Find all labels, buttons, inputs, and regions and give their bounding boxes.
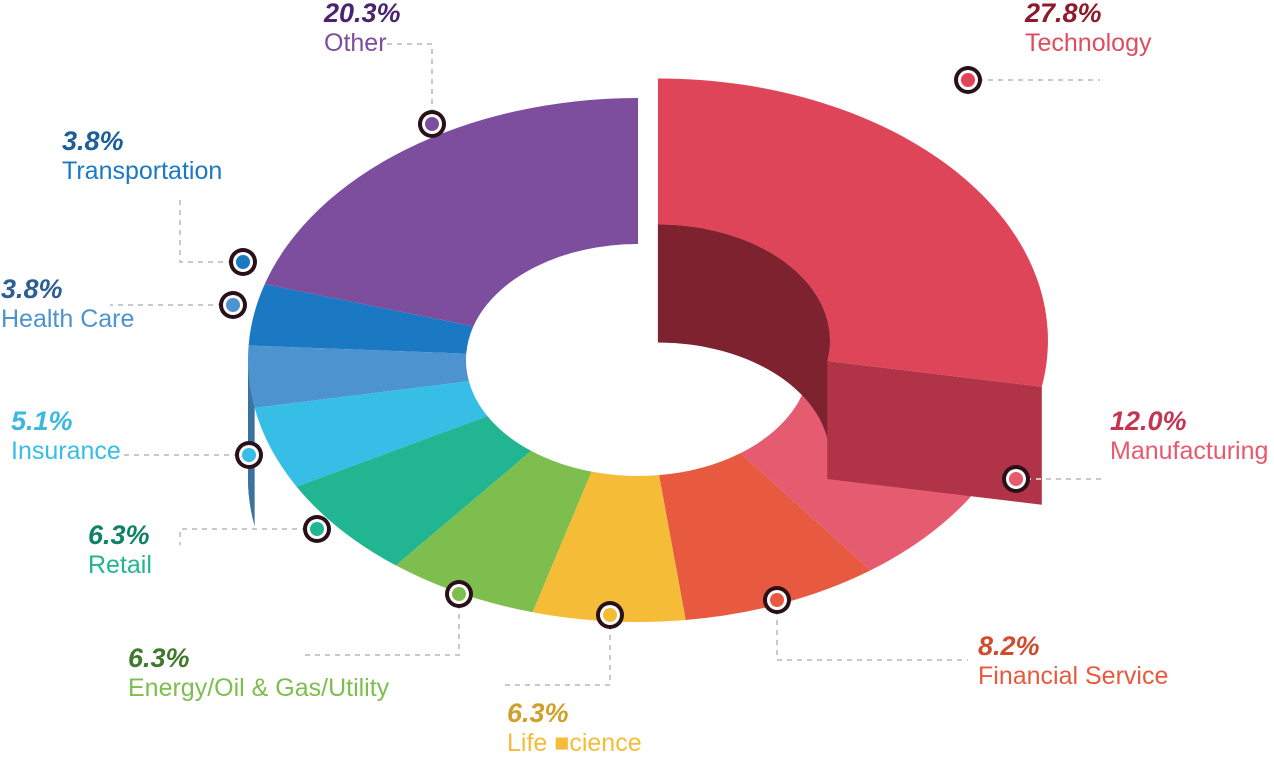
callout-marker: [303, 515, 331, 543]
callout-life-science-name: Life ■cience: [507, 729, 642, 757]
callout-manufacturing-name: Manufacturing: [1110, 437, 1269, 465]
callout-technology-name: Technology: [1025, 29, 1152, 57]
callout-manufacturing-pct: 12.0%: [1110, 406, 1187, 436]
callout-transportation-pct: 3.8%: [62, 126, 124, 156]
callout-financial-service: 8.2% Financial Service: [978, 633, 1168, 689]
callout-life-science: 6.3% Life ■cience: [507, 700, 642, 756]
callout-marker: [229, 248, 257, 276]
callout-marker: [219, 291, 247, 319]
donut-slices: [248, 78, 1048, 622]
callout-other-pct: 20.3%: [324, 0, 401, 28]
callout-retail-pct: 6.3%: [88, 520, 150, 550]
callout-technology-pct: 27.8%: [1025, 0, 1102, 28]
callout-financial-service-name: Financial Service: [978, 662, 1169, 690]
callout-energy-name: Energy/Oil & Gas/Utility: [128, 674, 390, 702]
callout-financial-service-pct: 8.2%: [978, 631, 1040, 661]
callout-markers: [219, 66, 1030, 629]
callout-marker: [763, 586, 791, 614]
callout-transportation-name: Transportation: [62, 157, 223, 185]
callout-marker: [418, 110, 446, 138]
leader-lines: [110, 43, 1105, 686]
callout-energy-pct: 6.3%: [128, 643, 190, 673]
callout-manufacturing: 12.0% Manufacturing: [1110, 408, 1268, 464]
callout-other-name: Other: [324, 29, 387, 57]
callout-retail: 6.3% Retail: [88, 522, 152, 578]
callout-health-care-name: Health Care: [1, 305, 135, 333]
callout-other: 20.3% Other: [324, 0, 401, 56]
callout-insurance-name: Insurance: [11, 437, 121, 465]
callout-health-care: 3.8% Health Care: [1, 276, 134, 332]
callout-health-care-pct: 3.8%: [1, 274, 63, 304]
callout-insurance: 5.1% Insurance: [11, 408, 121, 464]
callout-insurance-pct: 5.1%: [11, 406, 73, 436]
callout-marker: [445, 580, 473, 608]
callout-transportation: 3.8% Transportation: [62, 128, 222, 184]
callout-marker: [1002, 465, 1030, 493]
callout-retail-name: Retail: [88, 551, 152, 579]
callout-technology: 27.8% Technology: [1025, 0, 1151, 56]
callout-marker: [954, 66, 982, 94]
callout-marker: [235, 441, 263, 469]
callout-life-science-pct: 6.3%: [507, 698, 569, 728]
callout-energy: 6.3% Energy/Oil & Gas/Utility: [128, 645, 389, 701]
callout-marker: [596, 601, 624, 629]
